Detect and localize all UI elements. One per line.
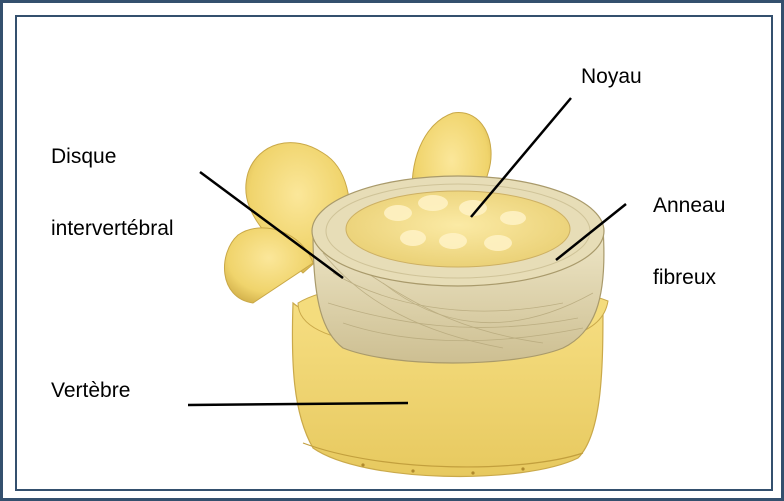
- label-anneau: Anneau fibreux: [653, 146, 725, 338]
- label-anneau-line2: fibreux: [653, 266, 725, 290]
- label-vertebre: Vertèbre: [51, 379, 130, 403]
- label-disque-line2: intervertébral: [51, 217, 174, 241]
- nucleus-pulposus: [346, 191, 570, 267]
- label-noyau: Noyau: [581, 65, 642, 89]
- label-disque: Disque intervertébral: [51, 97, 174, 289]
- label-disque-line1: Disque: [51, 145, 174, 169]
- label-anneau-line1: Anneau: [653, 194, 725, 218]
